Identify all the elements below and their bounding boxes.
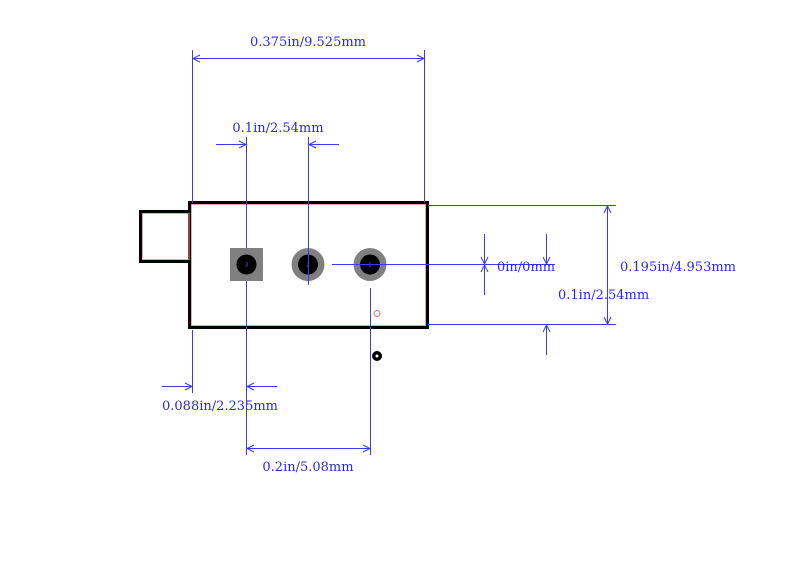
dim-width-arrow-right-icon xyxy=(416,54,426,63)
dim-edge-h-label: 0.088in/2.235mm xyxy=(162,399,278,414)
dim-height-arrow-top-icon xyxy=(603,204,612,214)
dim-pitch-label: 0.1in/2.54mm xyxy=(232,121,323,136)
pad-3-hole xyxy=(236,254,257,275)
dim-edge-h-arrow-left-icon xyxy=(184,382,194,391)
tab-courtyard xyxy=(141,212,190,261)
dim-span-arrow-right-icon xyxy=(362,444,372,453)
dim-pitch-arrow-left-icon xyxy=(238,140,248,149)
tab-outline xyxy=(139,210,189,263)
pin1-dot-center-icon xyxy=(375,354,379,358)
pad-1-label: 1 xyxy=(368,263,371,269)
dim-offset-label: 0in/0mm xyxy=(497,260,555,275)
dim-edge-h-arrow-right-icon xyxy=(245,382,255,391)
pad-3: 3 xyxy=(230,248,263,281)
dim-width-label: 0.375in/9.525mm xyxy=(250,35,366,50)
dim-span-label: 0.2in/5.08mm xyxy=(262,460,353,475)
dim-edge-v-arrow-bottom-icon xyxy=(542,323,551,333)
origin-marker-icon xyxy=(373,310,381,317)
pad-3-label: 3 xyxy=(245,263,248,269)
dim-pitch-arrow-right-icon xyxy=(307,140,317,149)
dim-edge-v-label: 0.1in/2.54mm xyxy=(558,288,649,303)
dim-width-arrow-left-icon xyxy=(191,54,201,63)
dim-height-label: 0.195in/4.953mm xyxy=(620,260,736,275)
dim-offset-arrow-bottom-icon xyxy=(480,263,489,273)
dim-span-arrow-left-icon xyxy=(245,444,255,453)
dim-height-arrow-bottom-icon xyxy=(603,316,612,326)
dim-edge-v-arrow-top-icon xyxy=(542,256,551,266)
